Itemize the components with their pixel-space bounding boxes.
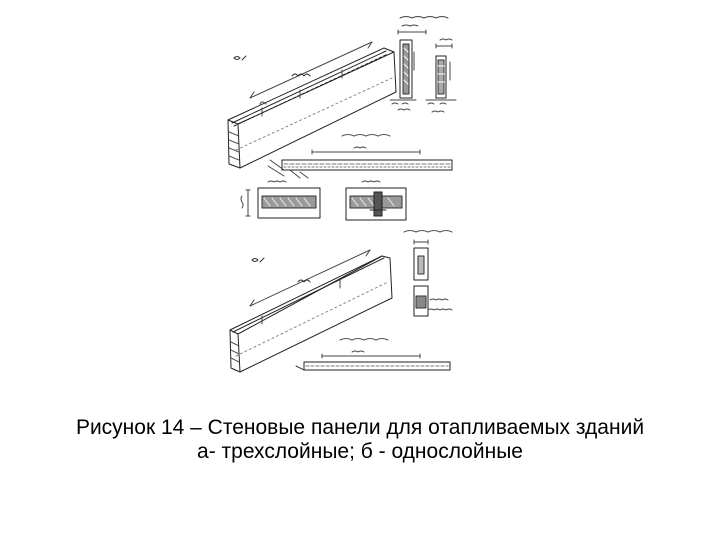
part-b-label-mark [251,257,265,263]
single-layer-longitudinal-section [295,338,451,371]
three-layer-panel-isometric [227,41,397,169]
panel-technical-drawing [227,16,457,373]
single-layer-joint-details [403,230,453,317]
longitudinal-section [267,134,453,179]
figure-caption-title: Рисунок 14 – Стеновые панели для отаплив… [75,416,645,439]
length-dimension-note [291,73,311,77]
part-b-length-note [297,279,311,283]
single-layer-panel-isometric [229,249,393,373]
section-b-b [345,180,407,221]
figure-caption-legend: а- трехслойные; б - однослойные [197,440,523,463]
joint-detail-sections [389,16,457,113]
part-a-label-mark [233,55,247,61]
section-a-a [240,180,321,219]
